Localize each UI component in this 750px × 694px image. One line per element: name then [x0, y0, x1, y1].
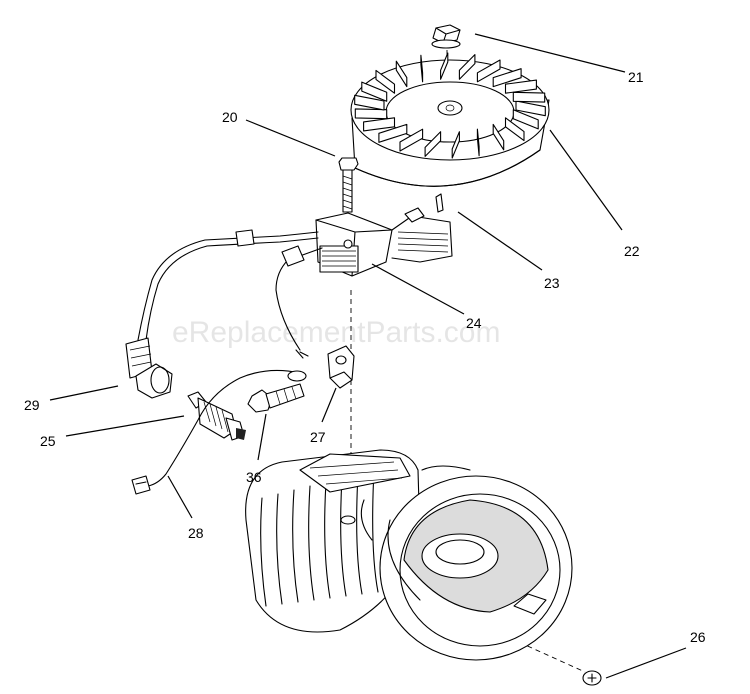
flywheel-fins — [354, 52, 546, 159]
cylinder-fin — [276, 493, 283, 605]
cylinder-fin — [340, 477, 347, 597]
leader-23 — [457, 211, 543, 271]
spark-plug — [187, 391, 246, 441]
flywheel-fin — [492, 123, 505, 151]
flywheel-nut — [431, 24, 461, 49]
flywheel-fin — [378, 123, 408, 143]
spark-plug-boot — [125, 229, 319, 399]
ignition-module — [315, 207, 453, 277]
leader-21 — [474, 33, 626, 73]
callout-23: 23 — [544, 275, 560, 291]
leader-27 — [321, 387, 337, 423]
cylinder-fin — [308, 485, 315, 601]
module-wire — [275, 245, 323, 359]
leader-28 — [167, 475, 193, 519]
callout-24: 24 — [466, 315, 482, 331]
flywheel-fin — [399, 128, 424, 152]
flywheel-fin — [504, 117, 525, 142]
watermark: eReplacementParts.com — [172, 316, 500, 349]
leader-36 — [257, 413, 267, 461]
leader-22 — [549, 129, 623, 231]
callout-20: 20 — [222, 109, 238, 125]
callout-27: 27 — [310, 429, 326, 445]
flywheel-fin — [420, 54, 424, 83]
leader-25 — [65, 415, 185, 437]
module-screw — [338, 157, 359, 213]
leader-lines — [49, 33, 687, 679]
callout-21: 21 — [628, 69, 644, 85]
callout-36: 36 — [246, 469, 262, 485]
flywheel — [350, 52, 550, 187]
flywheel-fin — [504, 79, 537, 94]
flywheel-fin — [458, 54, 476, 80]
flywheel-fin — [476, 128, 480, 157]
cylinder-fin — [356, 473, 363, 595]
cylinder-fin — [292, 489, 299, 603]
callout-29: 29 — [24, 397, 40, 413]
flywheel-fin — [451, 131, 460, 159]
callout-26: 26 — [690, 629, 706, 645]
flywheel-fin — [512, 91, 546, 103]
cylinder-fin — [324, 481, 331, 599]
callout-labels: 21 20 22 23 24 29 25 27 36 28 26 — [24, 69, 706, 645]
leader-26 — [605, 647, 687, 679]
leader-29 — [49, 385, 119, 401]
flywheel-fin — [515, 100, 546, 117]
flywheel-key — [435, 193, 444, 213]
flywheel-fin — [354, 94, 385, 111]
flywheel-fin — [375, 69, 396, 94]
ground-wire — [131, 369, 307, 495]
cylinder-fin — [372, 469, 379, 593]
flywheel-fin — [512, 109, 539, 130]
cylinder-fins — [260, 469, 379, 607]
flywheel-fin — [361, 81, 388, 102]
leader-20 — [245, 119, 336, 157]
callout-22: 22 — [624, 243, 640, 259]
flywheel-fin — [492, 68, 522, 88]
callout-25: 25 — [40, 433, 56, 449]
flywheel-fin — [354, 108, 388, 120]
cylinder-fin — [260, 497, 267, 607]
engine-block — [245, 449, 421, 633]
crankcase-base — [340, 465, 573, 661]
flywheel-fin — [476, 59, 501, 83]
flywheel-fin — [440, 52, 449, 80]
ground-screw — [247, 383, 305, 413]
flywheel-fin — [424, 131, 442, 157]
callout-28: 28 — [188, 525, 204, 541]
wire-bracket — [327, 345, 355, 389]
flywheel-fin — [395, 60, 408, 88]
flywheel-fin — [363, 117, 396, 132]
leader-24 — [371, 263, 465, 315]
base-screw — [582, 670, 602, 686]
